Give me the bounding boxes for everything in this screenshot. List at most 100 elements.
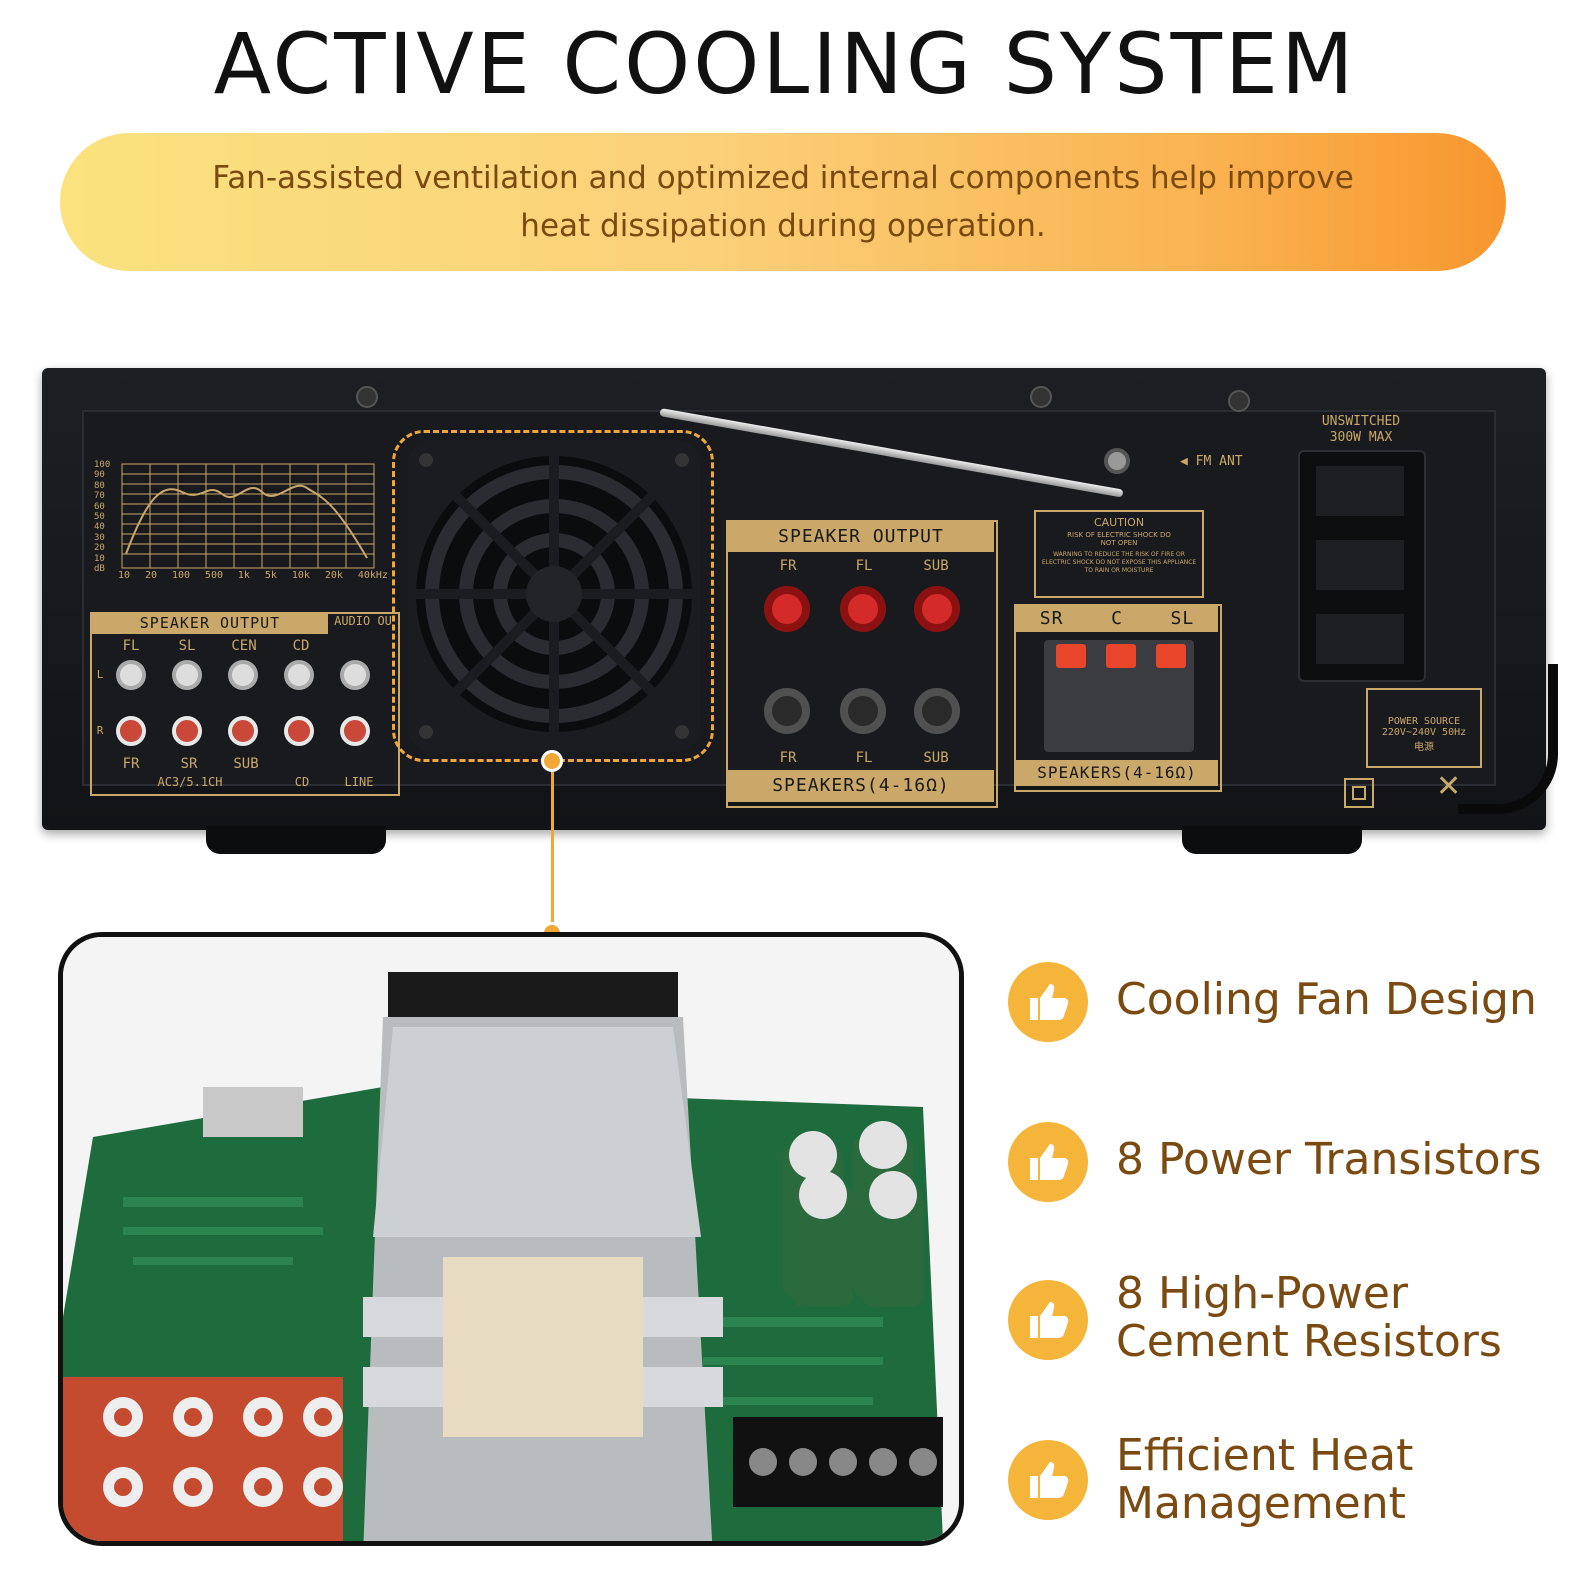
speaker-terminal-red[interactable] xyxy=(914,586,960,632)
main-channel-fl-bottom: FL xyxy=(855,750,873,766)
fm-ant-text: FM ANT xyxy=(1195,454,1243,469)
thumbs-up-icon xyxy=(1008,1280,1088,1360)
y-tick: 60 xyxy=(94,501,105,512)
rca-group-ac3: AC3/5.1CH xyxy=(157,775,223,789)
rca-label-cen: CEN xyxy=(231,638,257,654)
amp-foot xyxy=(1182,826,1362,854)
banner: Fan-assisted ventilation and optimized i… xyxy=(60,133,1506,271)
feature-text: 8 High-Power Cement Resistors xyxy=(1116,1268,1502,1367)
rca-group-line: LINE xyxy=(344,775,374,789)
x-tick: 10k xyxy=(291,570,310,581)
callout-dot-top xyxy=(541,750,563,772)
speaker-terminal-red[interactable] xyxy=(840,586,886,632)
x-tick: 20k xyxy=(324,570,343,581)
surround-channel-header: SR C SL xyxy=(1016,606,1218,632)
screw xyxy=(1030,386,1052,408)
rca-label-sr: SR xyxy=(180,756,198,772)
y-tick: 20 xyxy=(94,543,105,554)
feature-text: 8 Power Transistors xyxy=(1116,1134,1542,1185)
x-tick: 40kHz xyxy=(357,570,388,581)
main-channel-fl: FL xyxy=(855,558,873,574)
rca-jack[interactable] xyxy=(116,716,146,746)
page-title: ACTIVE COOLING SYSTEM xyxy=(213,15,1357,113)
rca-jack[interactable] xyxy=(172,660,202,690)
spring-clip[interactable] xyxy=(1056,644,1086,668)
rca-r-label: R xyxy=(96,724,104,737)
y-tick: 100 xyxy=(94,460,111,470)
rca-jack[interactable] xyxy=(172,716,202,746)
power-label: POWER SOURCE 220V~240V 50Hz 电源 xyxy=(1366,688,1482,768)
speaker-terminal-black[interactable] xyxy=(840,688,886,734)
caution-label: CAUTION RISK OF ELECTRIC SHOCK DO NOT OP… xyxy=(1034,510,1204,598)
rca-jack[interactable] xyxy=(340,660,370,690)
x-tick: 5k xyxy=(264,570,277,581)
frequency-response-graph xyxy=(121,463,375,569)
antenna-base xyxy=(1104,448,1130,474)
feature-text: Cooling Fan Design xyxy=(1116,974,1537,1025)
speaker-terminal-black[interactable] xyxy=(914,688,960,734)
outlet-label-2: 300W MAX xyxy=(1329,430,1393,445)
graph-y-ticks: 100 90 80 70 60 50 40 30 20 10 dB xyxy=(94,460,120,574)
callout-line xyxy=(551,762,554,934)
rca-l-label: L xyxy=(96,668,104,681)
rca-group-cd: CD xyxy=(294,775,310,789)
main-channel-fr: FR xyxy=(779,558,797,574)
y-tick: 40 xyxy=(94,522,105,533)
audio-out-label: AUDIO OU xyxy=(334,614,392,628)
double-insulation-icon xyxy=(1344,778,1374,808)
screw xyxy=(1228,390,1250,412)
rca-jack[interactable] xyxy=(284,716,314,746)
power-label-line-2: 220V~240V 50Hz xyxy=(1381,727,1467,738)
main-speaker-block xyxy=(726,520,998,808)
surround-channel-c: C xyxy=(1111,608,1123,629)
outlet-socket xyxy=(1316,466,1404,516)
y-tick: 80 xyxy=(94,480,105,491)
spring-clip[interactable] xyxy=(1156,644,1186,668)
thumbs-up-icon xyxy=(1008,1122,1088,1202)
y-tick: 10 dB xyxy=(94,553,105,575)
banner-text: Fan-assisted ventilation and optimized i… xyxy=(212,160,1354,244)
main-channel-sub: SUB xyxy=(923,558,949,574)
x-tick: 20 xyxy=(144,570,158,581)
main-channel-sub-bottom: SUB xyxy=(923,750,949,766)
rca-jack[interactable] xyxy=(228,660,258,690)
speaker-output-left-label: SPEAKER OUTPUT xyxy=(92,612,328,634)
caution-line-2: WARNING TO REDUCE THE RISK OF FIRE OR EL… xyxy=(1041,551,1197,574)
speakers-sub-label: SPEAKERS(4-16Ω) xyxy=(1016,760,1218,786)
y-tick: 50 xyxy=(94,512,105,523)
y-tick: 30 xyxy=(94,532,105,543)
rca-label-fr: FR xyxy=(122,756,140,772)
fan-highlight-frame xyxy=(392,430,714,762)
surround-channel-sl: SL xyxy=(1170,608,1195,629)
rca-label-fl: FL xyxy=(122,638,140,654)
speaker-terminal-black[interactable] xyxy=(764,688,810,734)
spring-clip[interactable] xyxy=(1106,644,1136,668)
rca-jack[interactable] xyxy=(284,660,314,690)
power-label-line-3: 电源 xyxy=(1414,742,1434,753)
thumbs-up-icon xyxy=(1008,962,1088,1042)
internal-pcb-photo xyxy=(58,932,964,1546)
weee-bin-icon: ✕ xyxy=(1436,769,1462,804)
screw xyxy=(356,386,378,408)
fm-ant-label: ◀ FM ANT xyxy=(1180,454,1243,469)
speaker-output-main-label: SPEAKER OUTPUT xyxy=(728,522,994,552)
rca-label-cd: CD xyxy=(292,638,310,654)
speaker-terminal-red[interactable] xyxy=(764,586,810,632)
power-label-line-1: POWER SOURCE xyxy=(1387,716,1461,727)
power-cord xyxy=(1458,664,1558,814)
caution-line-1: RISK OF ELECTRIC SHOCK DO NOT OPEN xyxy=(1067,531,1171,547)
graph-x-ticks: 10 20 100 500 1k 5k 10k 20k 40kHz xyxy=(118,570,388,581)
outlet-socket xyxy=(1316,614,1404,664)
thumbs-up-icon xyxy=(1008,1440,1088,1520)
speakers-main-label: SPEAKERS(4-16Ω) xyxy=(728,770,994,802)
rca-jack[interactable] xyxy=(116,660,146,690)
feature-text: Efficient Heat Management xyxy=(1116,1430,1414,1529)
y-tick: 70 xyxy=(94,491,105,502)
x-tick: 500 xyxy=(204,570,223,581)
outlet-label-1: UNSWITCHED xyxy=(1321,414,1401,429)
rca-jack[interactable] xyxy=(228,716,258,746)
caution-title: CAUTION xyxy=(1093,516,1145,529)
outlet-socket xyxy=(1316,540,1404,590)
x-tick: 1k xyxy=(237,570,250,581)
rca-jack[interactable] xyxy=(340,716,370,746)
